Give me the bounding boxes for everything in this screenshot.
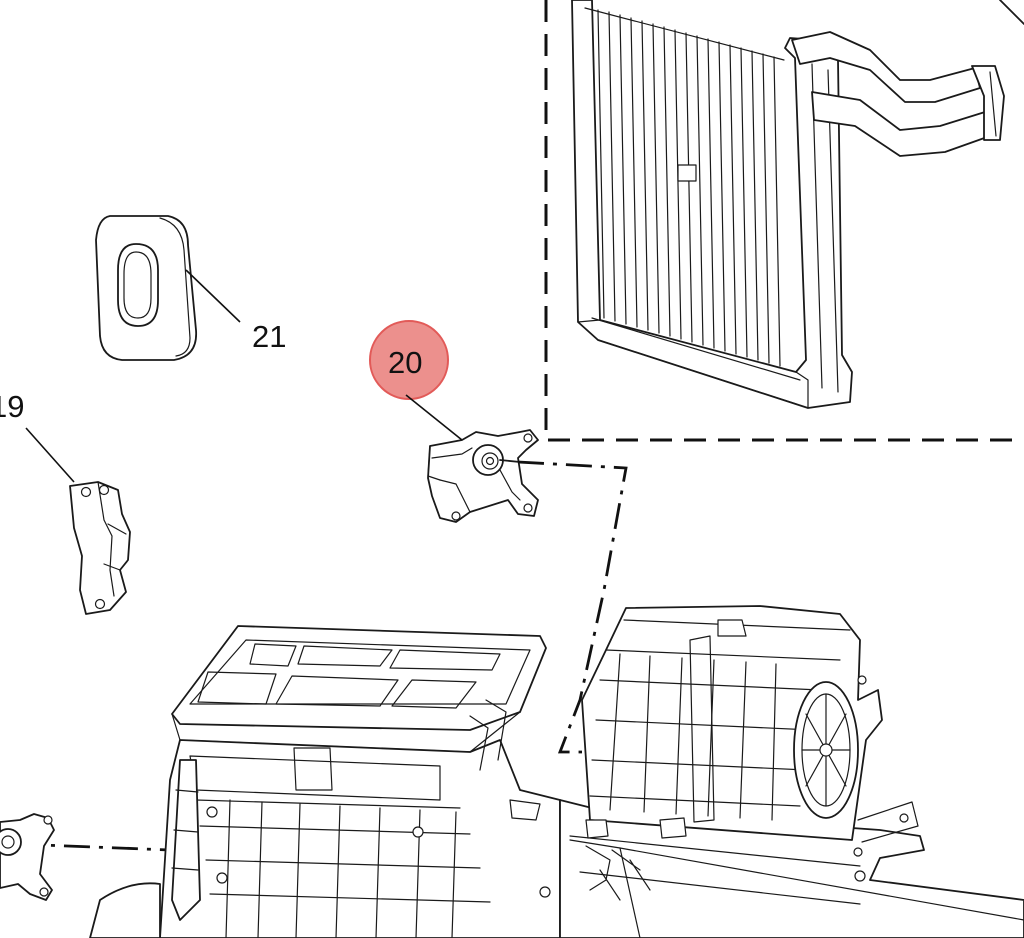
callout-21-label: 21 — [252, 319, 286, 354]
part-20-actuator[interactable] — [427, 429, 539, 523]
part-21-seal[interactable] — [95, 215, 197, 361]
left-actuator[interactable] — [0, 813, 55, 901]
evaporator-fins — [597, 9, 781, 367]
callout-19-label: 19 — [0, 389, 24, 424]
blower-housing[interactable] — [581, 605, 919, 857]
callout-20: 20 — [369, 320, 463, 441]
callout-20-label: 20 — [388, 345, 422, 380]
callout-21: 21 — [185, 269, 286, 354]
highlight-marker — [369, 320, 449, 400]
evaporator-pipes — [791, 0, 1024, 157]
evaporator-boundary — [544, 0, 1024, 442]
part-19-bracket[interactable] — [69, 481, 131, 615]
callout-19: 19 — [0, 389, 75, 483]
evaporator-core[interactable] — [571, 0, 1024, 409]
hvac-housing[interactable] — [89, 625, 1024, 938]
